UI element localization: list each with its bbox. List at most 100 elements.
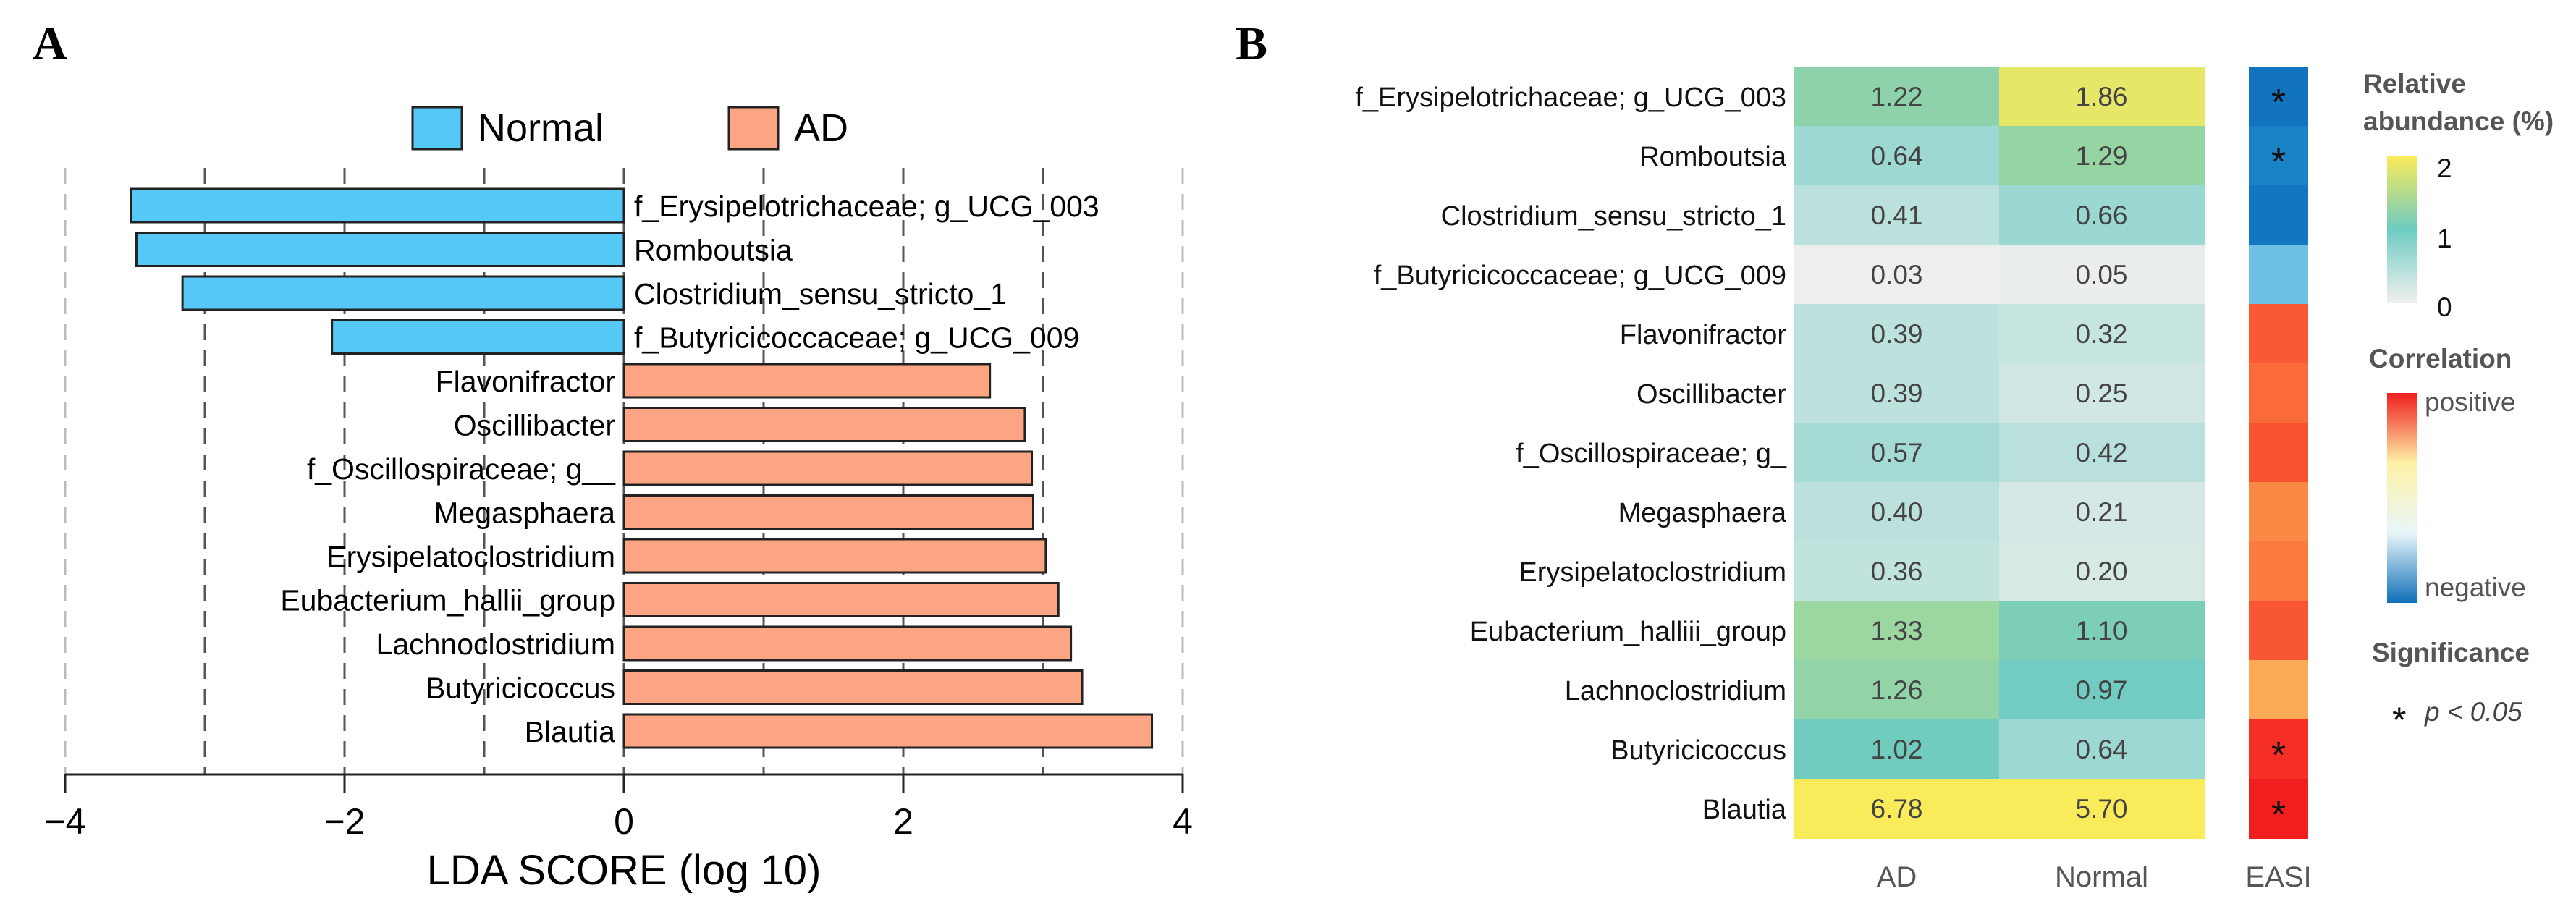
heatmap-cell-value: 0.05 — [2075, 260, 2127, 290]
heatmap-cell — [1794, 660, 2000, 720]
correlation-legend-title: Correlation — [2369, 344, 2512, 373]
bar — [622, 363, 992, 399]
heatmap-cell-value: 0.21 — [2075, 497, 2127, 527]
heatmap-cell-value: 1.86 — [2075, 82, 2127, 111]
bar — [622, 669, 1084, 705]
heatmap-cell — [1794, 482, 2000, 542]
easi-cell — [2249, 245, 2308, 305]
heatmap-row-label: Romboutsia — [1639, 142, 1787, 172]
heatmap-cell-value: 0.42 — [2075, 438, 2127, 468]
easi-cell — [2249, 423, 2308, 483]
heatmap-cell-value: 1.26 — [1870, 675, 1922, 705]
heatmap-cell-value: 0.32 — [2075, 319, 2127, 349]
lda-x-axis-title: LDA SCORE (log 10) — [427, 847, 822, 894]
bar-label: Lachnoclostridium — [376, 628, 615, 661]
significance-legend-note: p < 0.05 — [2424, 697, 2522, 727]
heatmap-cell — [1999, 67, 2205, 127]
easi-column: * * * * — [2249, 67, 2308, 839]
heatmap-cell — [1999, 719, 2205, 780]
abundance-tick-label: 2 — [2437, 153, 2452, 183]
legend-swatch-ad — [727, 106, 780, 151]
easi-cell — [2249, 482, 2308, 542]
bar-label: f_Oscillospiraceae; g__ — [307, 452, 616, 486]
heatmap-cell-value: 1.10 — [2075, 616, 2127, 646]
heatmap-column-label: AD — [1877, 861, 1917, 893]
heatmap-cell-value: 0.39 — [1870, 379, 1922, 408]
heatmap-row-label: Eubacterium_halliii_group — [1470, 617, 1786, 647]
heatmap-row-label: Oscillibacter — [1637, 379, 1786, 410]
correlation-high-label: positive — [2425, 387, 2515, 417]
easi-cell — [2249, 779, 2308, 839]
heatmap-row-label: f_Butyricicoccaceae; g_UCG_009 — [1374, 261, 1786, 291]
bar — [622, 713, 1154, 749]
heatmap-cell-value: 5.70 — [2075, 794, 2127, 824]
bar-label: Flavonifractor — [436, 365, 615, 398]
panel-a-label: A — [33, 17, 67, 70]
heatmap-cell-value: 0.25 — [2075, 379, 2127, 408]
legend-label-ad: AD — [794, 106, 848, 150]
bar-label: Romboutsia — [634, 234, 793, 267]
heatmap-row-label: f_Oscillospiraceae; g_ — [1516, 439, 1787, 469]
heatmap-cell — [1794, 601, 2000, 661]
heatmap-cell — [1794, 363, 2000, 423]
bar — [130, 187, 625, 224]
heatmap-cell — [1999, 423, 2205, 483]
abundance-tick-label: 1 — [2437, 224, 2452, 253]
easi-cell — [2249, 126, 2308, 186]
lda-bar-chart: Normal AD f_Erysipelotrichaceae; g_UCG_00… — [44, 106, 1193, 894]
significance-marker: * — [2271, 794, 2286, 836]
heatmap-cell — [1999, 126, 2205, 186]
easi-cell — [2249, 719, 2308, 780]
heatmap-cell-value: 1.22 — [1870, 82, 1922, 111]
heatmap-cell — [1999, 185, 2205, 245]
heatmap-cell — [1999, 482, 2205, 542]
bar-label: Megasphaera — [434, 497, 615, 530]
heatmap-cell — [1794, 779, 2000, 839]
significance-legend-symbol: * — [2392, 700, 2406, 740]
heatmap-cell — [1999, 304, 2205, 364]
heatmap-cell — [1999, 660, 2205, 720]
heatmap-cell-value: 0.20 — [2075, 557, 2127, 586]
heatmap-row-label: Blautia — [1702, 795, 1787, 825]
heatmap-row-label: Erysipelatoclostridium — [1519, 557, 1786, 588]
bar — [622, 625, 1073, 662]
heatmap-cell-value: 1.33 — [1870, 616, 1922, 646]
bar-label: f_Erysipelotrichaceae; g_UCG_003 — [634, 190, 1099, 223]
bar — [622, 407, 1026, 442]
x-tick-label: 0 — [614, 801, 634, 842]
heatmap-cell — [1794, 541, 2000, 601]
heatmap-cell-value: 1.02 — [1870, 735, 1922, 764]
lda-legend: Normal AD — [411, 106, 848, 151]
significance-marker: * — [2271, 141, 2286, 183]
significance-marker: * — [2271, 82, 2286, 124]
heatmap-cell-value: 0.41 — [1870, 200, 1922, 230]
heatmap-row-label: f_Erysipelotrichaceae; g_UCG_003 — [1355, 83, 1786, 113]
heatmap-cell — [1999, 541, 2205, 601]
x-tick-label: 4 — [1173, 801, 1193, 842]
bar — [622, 582, 1060, 617]
heatmap-cell — [1794, 423, 2000, 483]
heatmap-cell — [1794, 719, 2000, 780]
x-tick-label: −2 — [324, 801, 365, 842]
correlation-colorbar — [2387, 393, 2417, 603]
easi-cell — [2249, 304, 2308, 364]
heatmap-row-label: Lachnoclostridium — [1565, 676, 1786, 706]
heatmap-cell-value: 0.64 — [1870, 141, 1922, 171]
bar-label: Erysipelatoclostridium — [326, 540, 615, 573]
significance-legend-title: Significance — [2372, 638, 2530, 667]
bar — [181, 275, 625, 311]
legend-label-normal: Normal — [478, 106, 604, 150]
bar — [331, 319, 625, 355]
bar-label: Oscillibacter — [454, 409, 615, 442]
significance-marker: * — [2271, 735, 2286, 777]
lda-bar-labels: f_Erysipelotrichaceae; g_UCG_003Rombouts… — [280, 190, 1099, 748]
bar-label: Eubacterium_hallii_group — [280, 584, 615, 617]
heatmap-cell-value: 0.39 — [1870, 319, 1922, 349]
heatmap-cell-value: 0.36 — [1870, 557, 1922, 586]
heatmap-cell — [1794, 245, 2000, 305]
